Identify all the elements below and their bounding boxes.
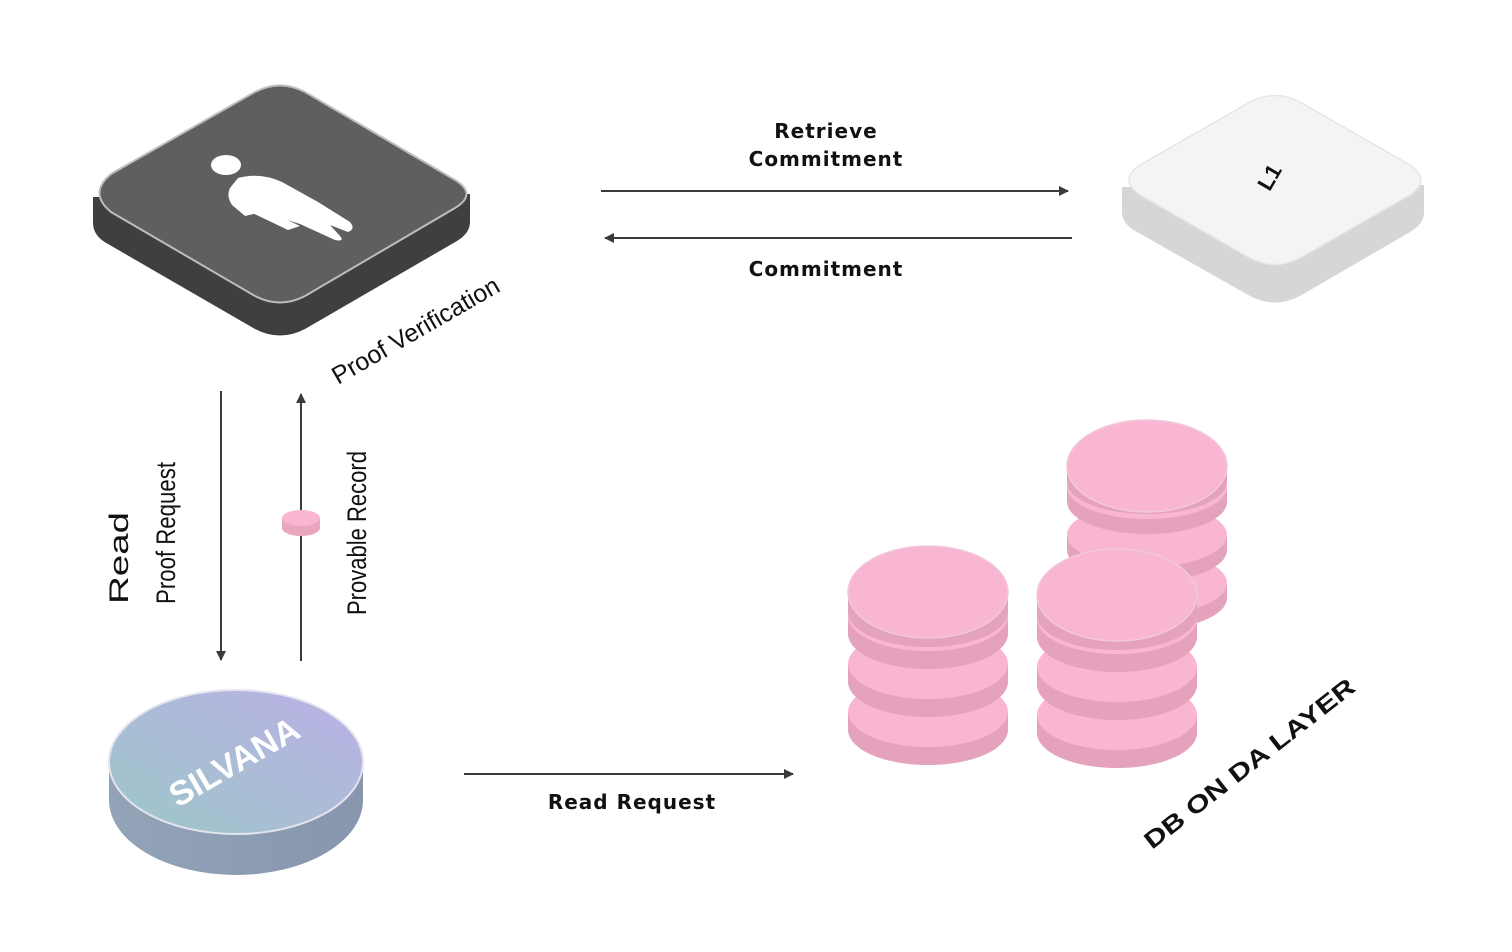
provable-record-token xyxy=(282,510,320,536)
provable-record-label: Provable Record xyxy=(342,451,372,615)
commitment-label: Commitment xyxy=(749,257,904,281)
silvana-node xyxy=(108,689,364,875)
read-request-label: Read Request xyxy=(548,790,716,814)
db-stack-left xyxy=(847,545,1009,765)
person-icon xyxy=(211,155,353,241)
db-stack-right xyxy=(1036,548,1198,768)
db-node xyxy=(847,419,1228,768)
l1-node xyxy=(1122,94,1424,303)
user-node xyxy=(93,84,470,336)
read-label-line2: Proof Request xyxy=(151,462,181,604)
retrieve-label-line2: Commitment xyxy=(749,147,904,171)
read-proof-request-label: Read Proof Request xyxy=(104,462,181,604)
retrieve-label-line1: Retrieve xyxy=(774,119,877,143)
read-label-line1: Read xyxy=(104,512,134,604)
